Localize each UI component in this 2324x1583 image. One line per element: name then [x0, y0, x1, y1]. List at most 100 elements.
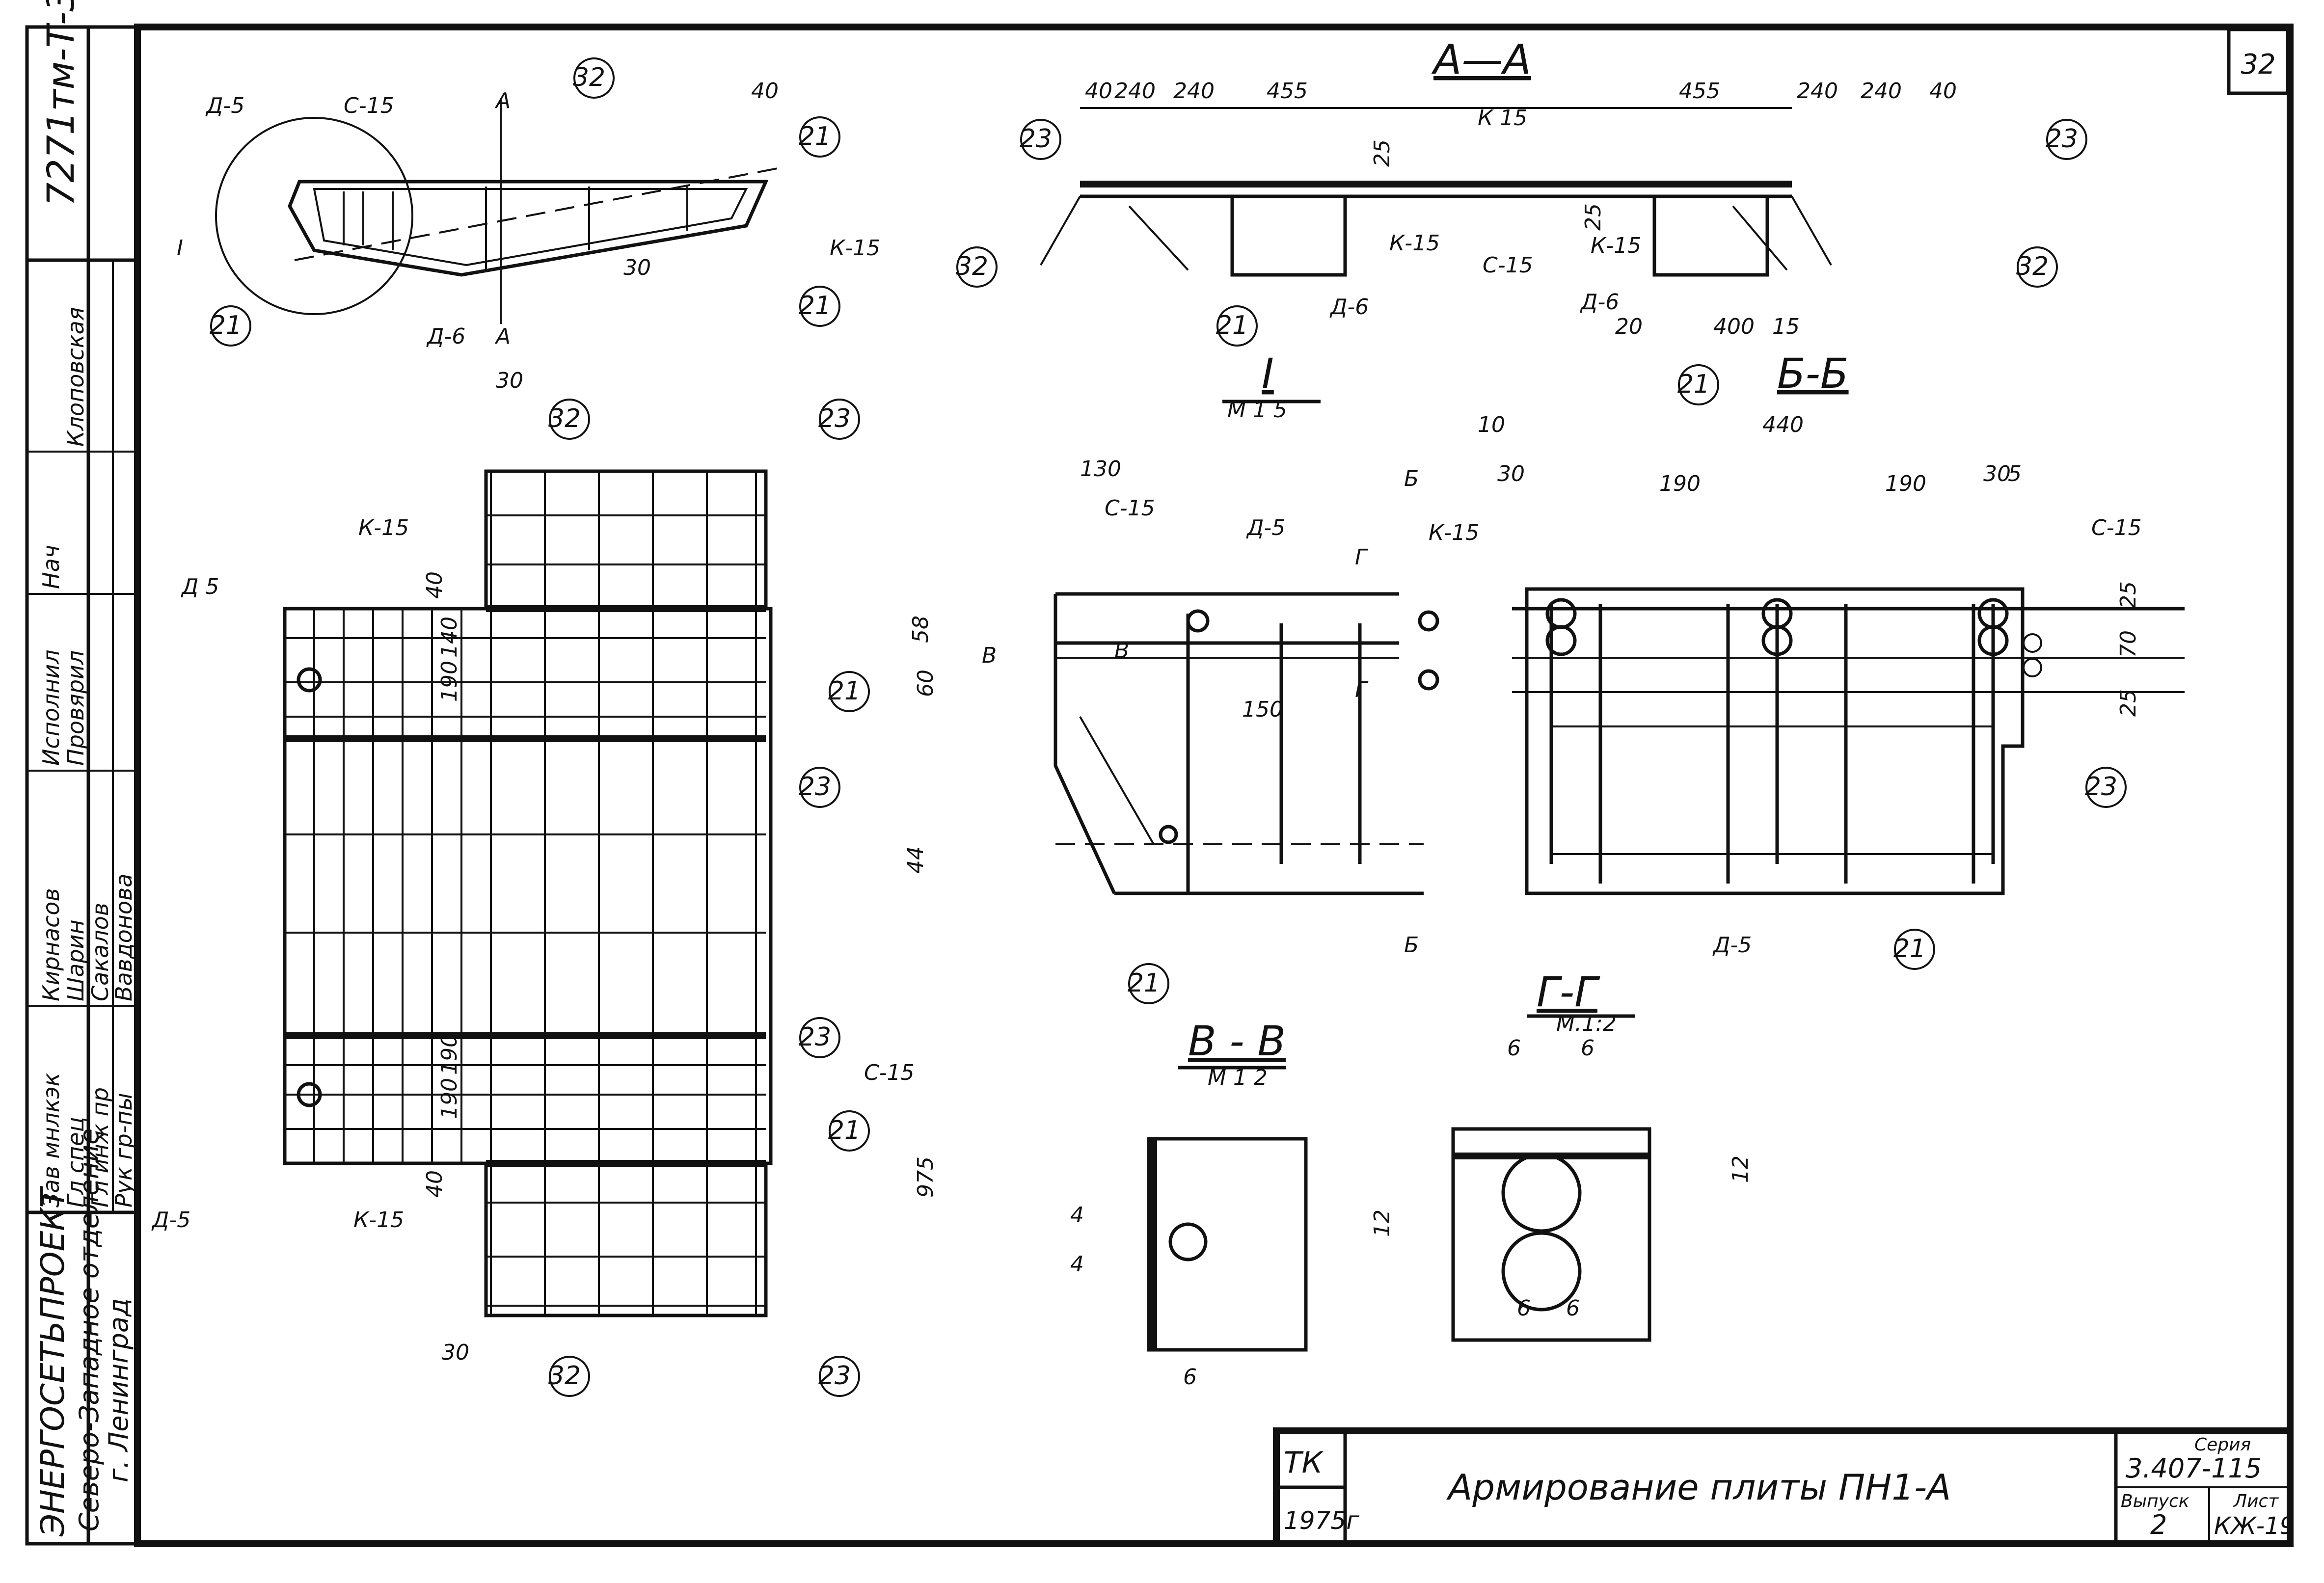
section-bb-label: 30: [1497, 461, 1525, 486]
plan-top-label: 30: [623, 255, 651, 280]
section-i-label: Б: [1404, 466, 1419, 491]
staff-role-5: Исполнил: [38, 649, 64, 766]
staff-name-2: Шарин: [62, 919, 89, 1001]
plan-main-label: 23: [799, 1022, 831, 1052]
callout-circle: [1216, 305, 1258, 347]
issue-label: Выпуск: [2121, 1491, 2189, 1511]
section-bb-label: Д-5: [1712, 933, 1752, 958]
aa-dimension: 400: [1713, 314, 1755, 339]
staff-name-4: Вавдонова: [110, 874, 137, 1001]
aa-callout: 32: [956, 252, 988, 281]
callout-circle: [819, 1356, 860, 1397]
section-vv-label: 4: [1070, 1203, 1084, 1228]
section-bb-label: 21: [1893, 934, 1926, 964]
callout-circle: [573, 57, 615, 99]
plan-main-label: С-15: [864, 1060, 915, 1085]
aa-dimension: 25: [1581, 203, 1606, 231]
plan-main-label: 30: [496, 368, 523, 393]
sheet-label: Лист: [2233, 1491, 2279, 1511]
plan-top-label: 32: [573, 63, 605, 92]
callout-circle: [829, 1110, 870, 1152]
section-bb-label: К-15: [1429, 520, 1479, 545]
callout-circle: [799, 116, 840, 158]
side-code: 7271тм-Т-32: [39, 0, 82, 206]
aa-dimension: 40: [1929, 79, 1957, 104]
drawing-title: Армирование плиты ПН1-А: [1446, 1467, 1951, 1508]
plan-main-label: 190: [437, 661, 462, 702]
plan-top-label: 21: [210, 311, 242, 340]
plan-main-label: 40: [422, 571, 447, 599]
title-tk: ТК: [1284, 1446, 1324, 1480]
section-bb-label: 23: [2085, 772, 2117, 802]
staff-role-6: Нач: [38, 545, 64, 589]
plan-top-label: Д-5: [205, 93, 244, 118]
aa-dimension: 455: [1267, 79, 1308, 104]
plan-main-label: 975: [913, 1156, 938, 1198]
aa-dimension: 455: [1679, 79, 1720, 104]
callout-circle: [2017, 246, 2058, 288]
aa-title: А—А: [1431, 35, 1531, 83]
section-i-label: 60: [913, 670, 938, 697]
plan-main-label: 190: [437, 1078, 462, 1119]
aa-callout: 23: [2046, 124, 2078, 154]
plan-main-label: 21: [828, 676, 861, 706]
plan-main-label: К-15: [353, 1207, 404, 1233]
staff-name-7: Клоповская: [62, 307, 89, 447]
aa-dimension: К-15: [1591, 233, 1641, 258]
section-aa: А—А: [1040, 35, 1832, 277]
aa-callout: 32: [2016, 252, 2049, 281]
callout-circle: [829, 671, 870, 712]
plan-main-label: 32: [548, 404, 581, 433]
staff-name-1: Кирнасов: [38, 888, 64, 1001]
section-bb-label: 5: [2008, 461, 2022, 486]
staff-role-3: Гл инж пр: [87, 1087, 113, 1207]
section-vv-label: 6: [1183, 1365, 1197, 1390]
callout-circle: [1128, 963, 1169, 1004]
section-gg-label: 6: [1566, 1296, 1580, 1321]
plan-main-label: 21: [828, 1116, 861, 1145]
section-bb-label: 25: [2116, 689, 2141, 717]
plan-grid: [285, 471, 766, 1315]
callout-circle: [549, 399, 590, 440]
staff-role-2: Гл спец: [62, 1117, 89, 1207]
series-label: Серия: [2194, 1435, 2251, 1455]
bb-title: Б-Б: [1777, 349, 1849, 398]
staff-name-5: Провярил: [62, 650, 89, 766]
section-i-label: В: [1114, 638, 1129, 663]
section-bb-label: С-15: [2091, 515, 2142, 540]
section-i-label: Д-5: [1246, 515, 1285, 540]
sheet-number-box: [2227, 27, 2290, 95]
section-bb-label: 30: [1983, 461, 2011, 486]
aa-dimension: 40: [1085, 79, 1112, 104]
outer-frame: [25, 25, 2292, 1546]
section-i-label: 150: [1242, 697, 1283, 722]
section-i-label: 130: [1080, 456, 1121, 482]
plan-main-label: 30: [442, 1340, 469, 1365]
plan-top-label: I: [177, 236, 183, 261]
org-branch: Северо-Западное отделение: [74, 1128, 105, 1531]
aa-dimension: 240: [1861, 79, 1902, 104]
section-gg-label: 6: [1581, 1036, 1594, 1061]
section-gg-label: 12: [1370, 1209, 1395, 1237]
aa-dimension: 25: [1370, 139, 1395, 167]
callout-circle: [1894, 929, 1935, 970]
plan-main: [283, 469, 773, 1317]
aa-dimension: 240: [1797, 79, 1838, 104]
issue-value: 2: [2150, 1509, 2167, 1540]
plan-top-label: К-15: [830, 236, 880, 261]
callout-circle: [2085, 767, 2127, 808]
callout-circle: [799, 286, 840, 327]
aa-dimension: 240: [1173, 79, 1215, 104]
staff-role-4: Рук гр-пы: [110, 1093, 137, 1207]
sheet-number: 32: [2241, 49, 2275, 80]
title-block: ТК 1975г Армирование плиты ПН1-А Серия 3…: [1273, 1427, 2295, 1547]
plan-top-label: А: [494, 88, 511, 113]
section-i-label: 21: [1128, 968, 1160, 998]
section-i: I М 1 5: [1054, 349, 1439, 895]
i-title: I: [1262, 349, 1274, 398]
aa-dimension: 20: [1615, 314, 1643, 339]
section-vv: В - В М 1 2: [1147, 1017, 1308, 1352]
section-bb-label: 25: [2116, 581, 2141, 609]
